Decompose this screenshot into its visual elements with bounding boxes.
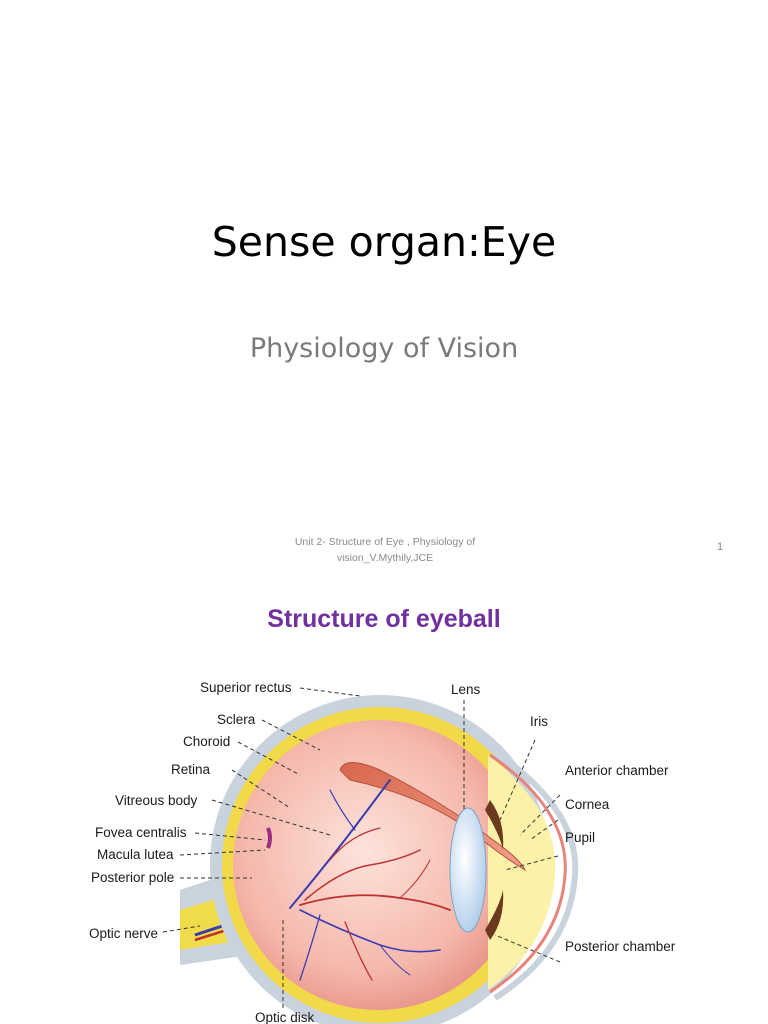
title-slide: Sense organ:Eye Physiology of Vision Uni… [211, 218, 724, 566]
label-posterior-chamber: Posterior chamber [565, 939, 676, 954]
label-iris: Iris [530, 714, 548, 729]
label-optic-nerve: Optic nerve [89, 926, 158, 941]
slide-subtitle: Physiology of Vision [249, 333, 519, 364]
label-optic-disk: Optic disk [255, 1010, 315, 1024]
anterior-segment-shape [488, 749, 579, 1001]
label-sclera: Sclera [217, 712, 256, 727]
label-posterior-pole: Posterior pole [91, 870, 174, 885]
fovea-shape [266, 827, 272, 849]
iris-lower-shape [485, 890, 504, 940]
iris-upper-shape [485, 800, 504, 850]
retinal-vessels [289, 779, 451, 981]
slide-footer: Unit 2- Structure of Eye , Physiology of… [270, 534, 500, 566]
label-superior-rectus: Superior rectus [200, 680, 292, 695]
eyeball-diagram: Superior rectus Sclera Choroid Retina Vi… [89, 680, 676, 1024]
eyeball-slide: Structure of eyeball [0, 580, 768, 1024]
slide-title: Sense organ:Eye [211, 218, 557, 266]
label-vitreous-body: Vitreous body [115, 793, 198, 808]
eyeball-slide-title: Structure of eyeball [267, 605, 501, 633]
label-lens: Lens [451, 682, 481, 697]
lens-shape [449, 807, 487, 933]
label-retina: Retina [171, 762, 211, 777]
label-choroid: Choroid [183, 734, 230, 749]
leader-lines [162, 687, 561, 1010]
superior-rectus-shape [339, 762, 527, 872]
label-macula-lutea: Macula lutea [97, 847, 174, 862]
label-anterior-chamber: Anterior chamber [565, 763, 669, 778]
footer-line-1: Unit 2- Structure of Eye , Physiology of [294, 536, 476, 548]
vitreous-body-shape [233, 720, 523, 1010]
label-cornea: Cornea [565, 797, 610, 812]
footer-line-2: vision_V.Mythily,JCE [336, 552, 434, 564]
label-fovea-centralis: Fovea centralis [95, 825, 187, 840]
label-pupil: Pupil [565, 830, 595, 845]
page-number: 1 [716, 541, 724, 553]
